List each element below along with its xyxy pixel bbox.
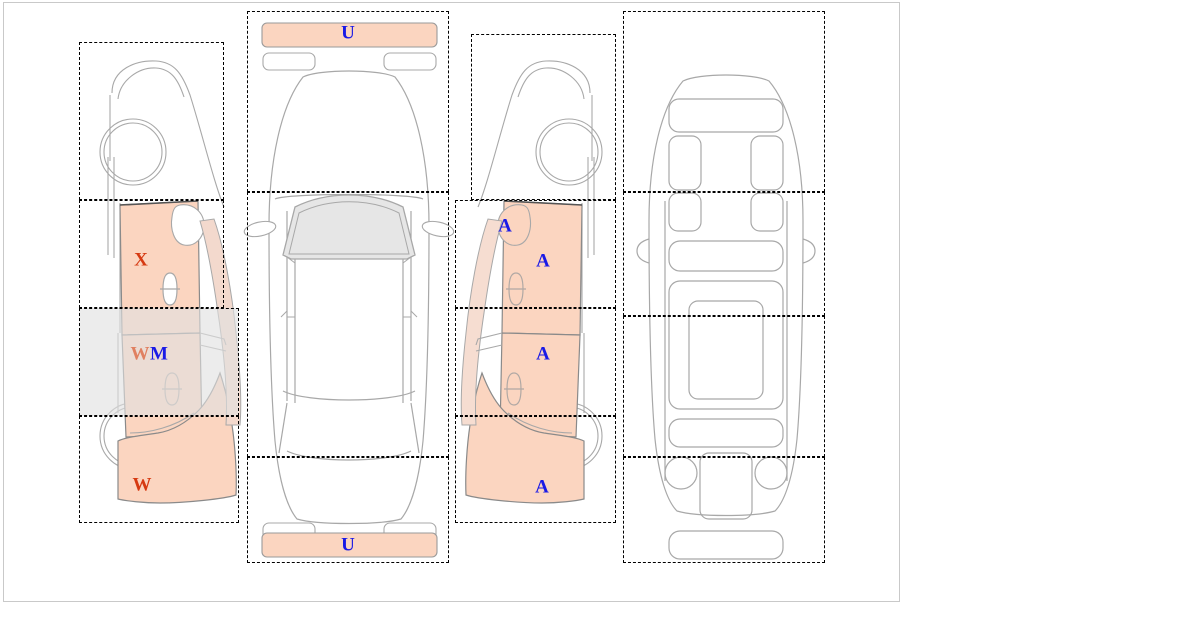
front-bumper-bar <box>261 22 438 48</box>
zone-under-rear-zone[interactable] <box>623 316 825 457</box>
damage-code-m4[interactable]: W <box>132 474 152 496</box>
right-side-view <box>460 60 603 504</box>
zone-top-front-zone[interactable] <box>247 11 449 192</box>
damage-code-m2[interactable]: W <box>130 343 150 365</box>
zone-under-tail-zone[interactable] <box>623 457 825 563</box>
zone-top-rear-zone[interactable] <box>247 457 449 563</box>
zone-left-front-zone[interactable] <box>79 42 224 200</box>
damage-code-m9[interactable]: A <box>536 343 550 365</box>
top-view <box>243 22 455 558</box>
zone-under-mid-zone[interactable] <box>623 192 825 316</box>
underside-view <box>636 74 816 560</box>
zone-left-mid-zone[interactable] <box>79 308 239 416</box>
zone-top-mid-zone[interactable] <box>247 192 449 457</box>
damage-code-m6[interactable]: U <box>341 534 355 556</box>
damage-code-m7[interactable]: A <box>498 215 512 237</box>
damage-code-m1[interactable]: X <box>134 249 148 271</box>
zone-left-door-zone[interactable] <box>79 200 224 308</box>
zone-right-mid-zone[interactable] <box>455 308 616 416</box>
damage-code-m3[interactable]: M <box>150 343 168 365</box>
zone-right-rear-zone[interactable] <box>455 416 616 523</box>
zone-under-front-zone[interactable] <box>623 11 825 192</box>
zone-right-door-zone[interactable] <box>455 200 616 308</box>
rear-bumper-bar <box>261 532 438 558</box>
damage-code-m5[interactable]: U <box>341 22 355 44</box>
damage-code-m8[interactable]: A <box>536 250 550 272</box>
damage-code-m10[interactable]: A <box>535 476 549 498</box>
zone-right-front-zone[interactable] <box>471 34 616 200</box>
zone-left-rear-zone[interactable] <box>79 416 239 523</box>
